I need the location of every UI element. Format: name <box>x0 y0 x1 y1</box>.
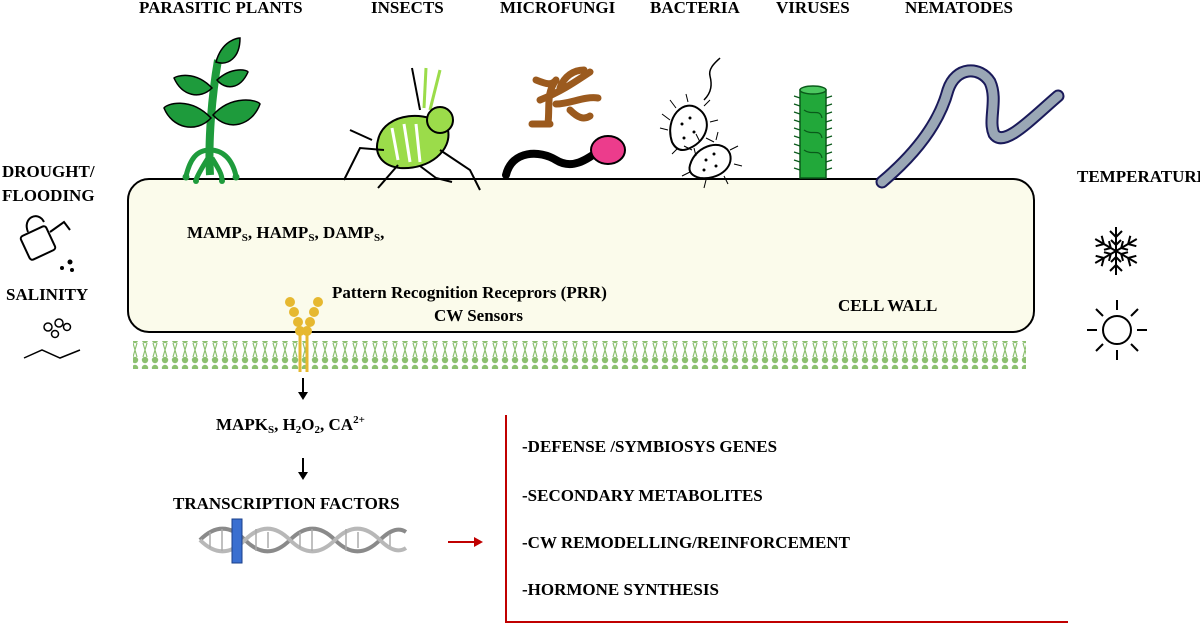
dna-helix-icon <box>198 518 408 564</box>
outcome-item: -HORMONE SYNTHESIS <box>522 580 719 599</box>
label-nematodes: NEMATODES <box>905 0 1014 17</box>
salinity-label: SALINITY <box>6 285 89 304</box>
cell-wall-label: CELL WALL <box>838 296 938 315</box>
outcome-item: -CW REMODELLING/REINFORCEMENT <box>522 533 850 552</box>
outcome-item: -DEFENSE /SYMBIOSYS GENES <box>522 437 778 456</box>
prr-label: Pattern Recognition Receprors (PRR) <box>332 283 607 302</box>
sun-icon <box>1087 300 1147 360</box>
nematode-icon <box>875 64 1065 189</box>
signal-arrow-1 <box>298 378 308 400</box>
temperature-label: TEMPERATURE <box>1077 167 1200 186</box>
plasma-membrane <box>133 341 1026 369</box>
label-viruses: VIRUSES <box>776 0 850 17</box>
label-microfungi: MICROFUNGI <box>500 0 616 17</box>
bacteria-icon <box>659 57 743 189</box>
output-arrow <box>448 537 483 547</box>
receptor-icon <box>285 297 323 372</box>
watering-can-icon <box>19 215 71 261</box>
water-drops-icon <box>60 259 74 272</box>
plant-icon <box>163 37 261 184</box>
outcome-item: -SECONDARY METABOLITES <box>522 486 763 505</box>
cw-sensors-label: CW Sensors <box>434 306 523 325</box>
salt-crystals-icon <box>23 318 81 359</box>
label-parasitic-plants: PARASITIC PLANTS <box>139 0 303 17</box>
pattern-molecules: MAMPS, HAMPS, DAMPS, <box>187 223 385 244</box>
label-bacteria: BACTERIA <box>650 0 740 17</box>
snowflake-icon <box>1091 227 1141 276</box>
signal-arrow-2 <box>298 458 308 480</box>
insect-icon <box>343 67 481 191</box>
drought-label: DROUGHT/ <box>2 162 95 181</box>
signaling-molecules: MAPKS, H2O2, CA2+ <box>216 414 365 436</box>
fungi-icon <box>502 66 626 179</box>
virus-icon <box>793 85 833 179</box>
cell-wall-box <box>127 178 1035 333</box>
transcription-factors-label: TRANSCRIPTION FACTORS <box>173 494 400 513</box>
outcome-bracket <box>505 415 1068 623</box>
label-insects: INSECTS <box>371 0 444 17</box>
flooding-label: FLOODING <box>2 186 95 205</box>
